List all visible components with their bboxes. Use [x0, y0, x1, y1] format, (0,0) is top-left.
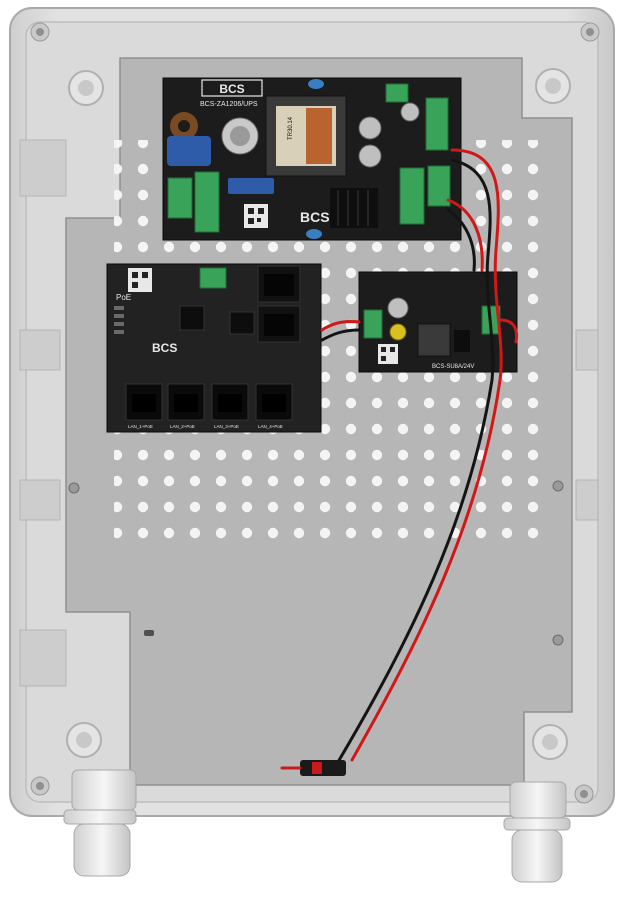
port-label-1: LAN_1+PoE [128, 424, 153, 429]
converter-label: BCS-SU8A/24V [432, 364, 474, 370]
transformer-label: TR30.14 [288, 116, 294, 140]
psu-board: BCS BCS-ZA1206/UPS TR30.14 [162, 77, 462, 241]
poe-brand: BCS [152, 341, 177, 355]
port-label-3: LAN_3+PoE [214, 424, 239, 429]
psu-brand: BCS [219, 82, 244, 96]
poe-label: PoE [116, 293, 131, 302]
cable-gland-left [63, 769, 137, 877]
port-label-2: LAN_2+PoE [170, 424, 195, 429]
lan-ports [125, 383, 293, 421]
wires [280, 148, 519, 776]
poe-switch-board: PoE BCS LAN_1+PoE LAN_2+PoE LAN_3+ [106, 263, 322, 433]
psu-logo: BCS [300, 209, 330, 225]
psu-model: BCS-ZA1206/UPS [200, 101, 258, 108]
port-label-4: LAN_4+PoE [258, 424, 283, 429]
cable-gland-right [503, 781, 571, 883]
